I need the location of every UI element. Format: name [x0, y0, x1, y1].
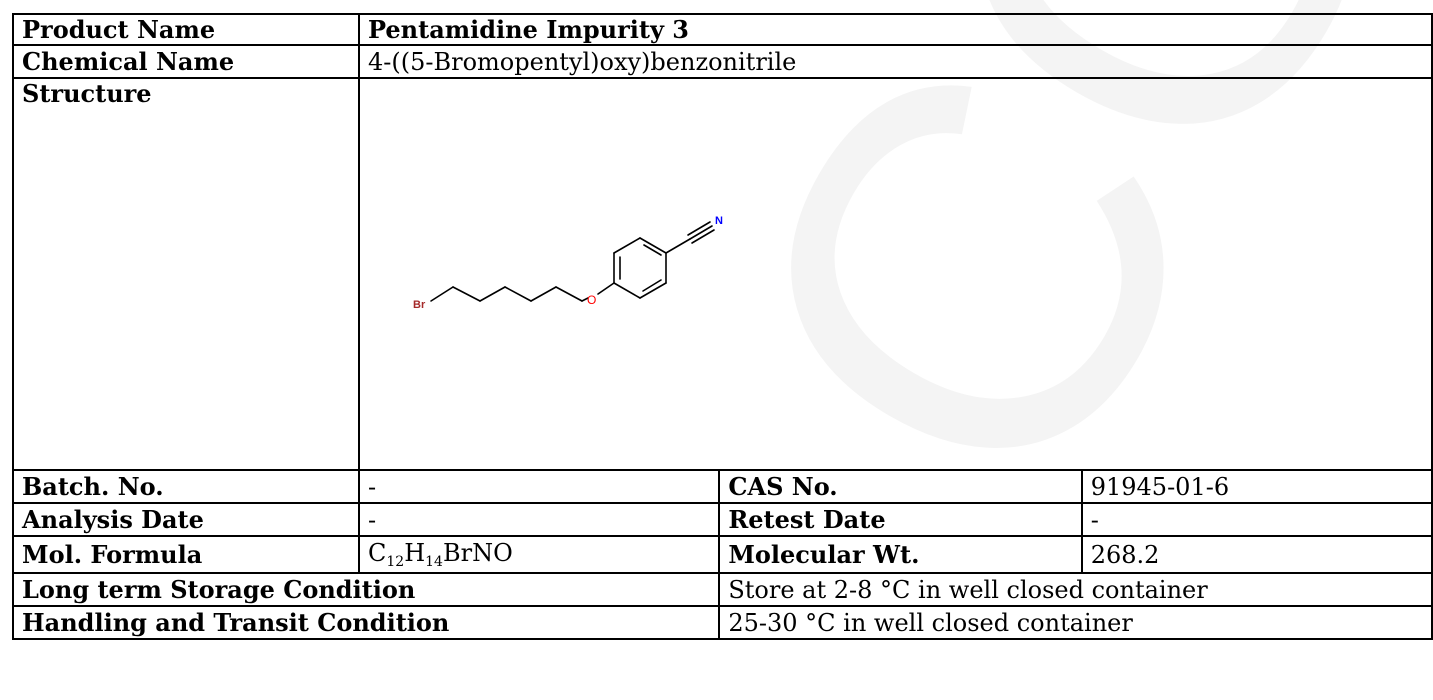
nitrogen-atom-label: N — [715, 215, 723, 227]
cas-no-label: CAS No. — [718, 469, 1083, 504]
analysis-date-value: - — [357, 502, 721, 537]
chemical-structure-diagram: Br O N — [413, 215, 723, 311]
formula-c: C — [368, 539, 387, 567]
batch-no-label: Batch. No. — [12, 469, 360, 504]
row-chemical-name: Chemical Name 4-((5-Bromopentyl)oxy)benz… — [12, 44, 1433, 79]
oxygen-atom-label: O — [587, 293, 596, 307]
row-product-name: Product Name Pentamidine Impurity 3 — [12, 13, 1433, 46]
structure-image-cell: Br O N — [358, 77, 1433, 471]
formula-c-subscript: 12 — [386, 554, 405, 570]
storage-label: Long term Storage Condition — [11, 572, 721, 607]
retest-date-value: - — [1080, 502, 1433, 537]
storage-value: Store at 2-8 °C in well closed container — [718, 572, 1433, 607]
batch-no-value: - — [357, 469, 721, 504]
bromine-atom-label: Br — [413, 299, 426, 311]
formula-rest: BrNO — [442, 539, 513, 567]
row-analysis-retest: Analysis Date - Retest Date - — [12, 502, 1433, 537]
row-batch-cas: Batch. No. - CAS No. 91945-01-6 — [12, 469, 1433, 504]
cas-no-value: 91945-01-6 — [1080, 469, 1433, 504]
molecular-wt-value: 268.2 — [1080, 535, 1433, 574]
mol-formula-label: Mol. Formula — [12, 535, 360, 574]
formula-h: H — [404, 539, 426, 567]
mol-formula-value: C12H14BrNO — [357, 535, 721, 574]
formula-h-subscript: 14 — [425, 554, 443, 570]
analysis-date-label: Analysis Date — [12, 502, 360, 537]
row-formula-weight: Mol. Formula C12H14BrNO Molecular Wt. 26… — [12, 535, 1433, 574]
coa-table: Product Name Pentamidine Impurity 3 Chem… — [11, 13, 1433, 640]
product-name-label: Product Name — [12, 13, 360, 46]
row-storage: Long term Storage Condition Store at 2-8… — [11, 572, 1433, 607]
handling-value: 25-30 °C in well closed container — [718, 605, 1433, 640]
retest-date-label: Retest Date — [718, 502, 1083, 537]
handling-label: Handling and Transit Condition — [11, 605, 721, 640]
chemical-name-value: 4-((5-Bromopentyl)oxy)benzonitrile — [358, 44, 1433, 79]
row-structure: Structure — [12, 77, 1433, 471]
structure-label: Structure — [12, 77, 360, 471]
product-name-value: Pentamidine Impurity 3 — [358, 13, 1433, 46]
chemical-name-label: Chemical Name — [12, 44, 360, 79]
row-handling: Handling and Transit Condition 25-30 °C … — [11, 605, 1433, 640]
molecular-wt-label: Molecular Wt. — [718, 535, 1083, 574]
